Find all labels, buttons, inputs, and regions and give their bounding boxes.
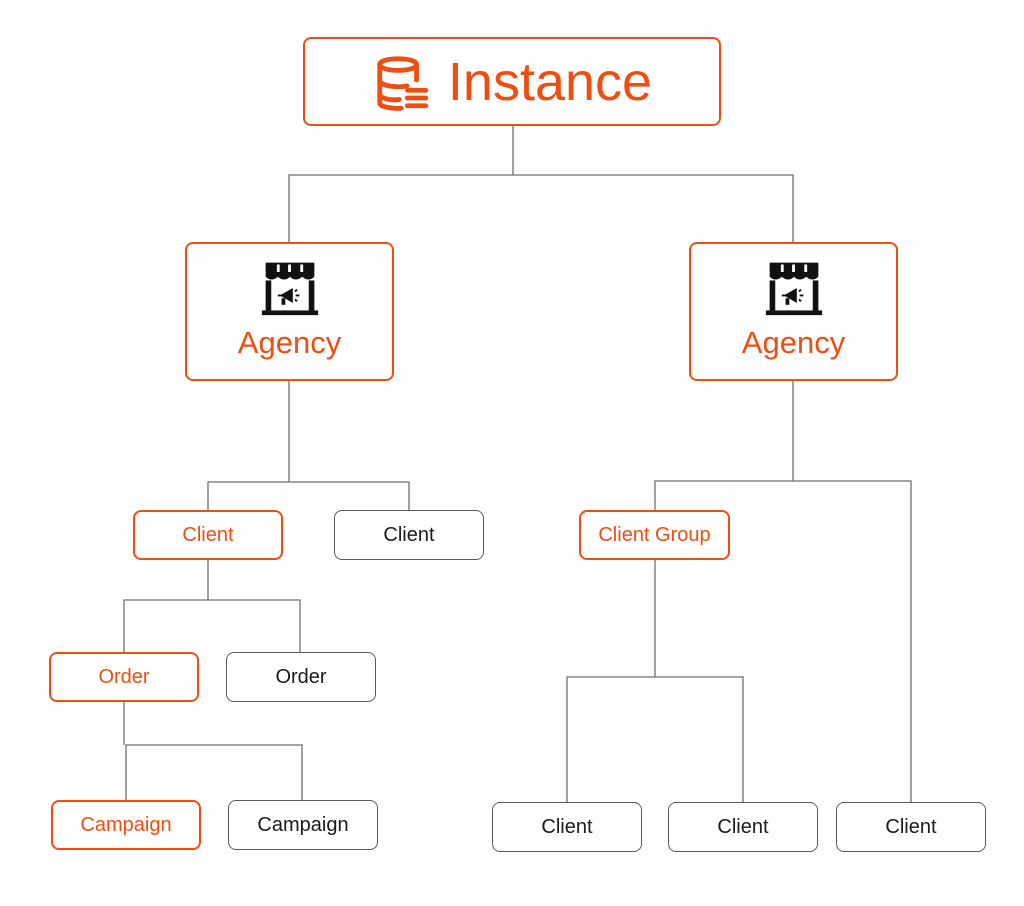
client-node[interactable]: Client <box>668 802 818 852</box>
client-label: Client <box>182 523 234 546</box>
connector-instance-agencies <box>288 174 794 243</box>
agency-node[interactable]: Agency <box>689 242 898 381</box>
campaign-label: Campaign <box>80 813 172 836</box>
client-node[interactable]: Client <box>492 802 642 852</box>
connector-order-campaigns <box>125 744 303 800</box>
client-label: Client <box>885 815 937 838</box>
client-label: Client <box>541 815 593 838</box>
connector-agency1-clients <box>207 481 410 510</box>
order-node-selected[interactable]: Order <box>49 652 199 702</box>
storefront-megaphone-icon <box>765 262 822 315</box>
storefront-megaphone-icon <box>261 262 318 315</box>
connector-agency2-children <box>654 480 912 802</box>
client-node[interactable]: Client <box>836 802 986 852</box>
agency-label: Agency <box>741 324 846 360</box>
client-node[interactable]: Client <box>334 510 484 560</box>
connector-client-orders <box>123 599 301 652</box>
campaign-node[interactable]: Campaign <box>228 800 378 850</box>
client-group-label: Client Group <box>598 523 711 546</box>
instance-node[interactable]: Instance <box>303 37 721 126</box>
order-node[interactable]: Order <box>226 652 376 702</box>
order-label: Order <box>98 665 150 688</box>
client-label: Client <box>717 815 769 838</box>
connector-group-clients <box>566 676 744 802</box>
client-node-selected[interactable]: Client <box>133 510 283 560</box>
order-label: Order <box>275 665 327 688</box>
database-icon <box>377 55 429 111</box>
instance-label: Instance <box>447 51 653 112</box>
client-group-node[interactable]: Client Group <box>579 510 730 560</box>
agency-node[interactable]: Agency <box>185 242 394 381</box>
campaign-label: Campaign <box>257 813 349 836</box>
campaign-node-selected[interactable]: Campaign <box>51 800 201 850</box>
client-label: Client <box>383 523 435 546</box>
agency-label: Agency <box>237 324 342 360</box>
